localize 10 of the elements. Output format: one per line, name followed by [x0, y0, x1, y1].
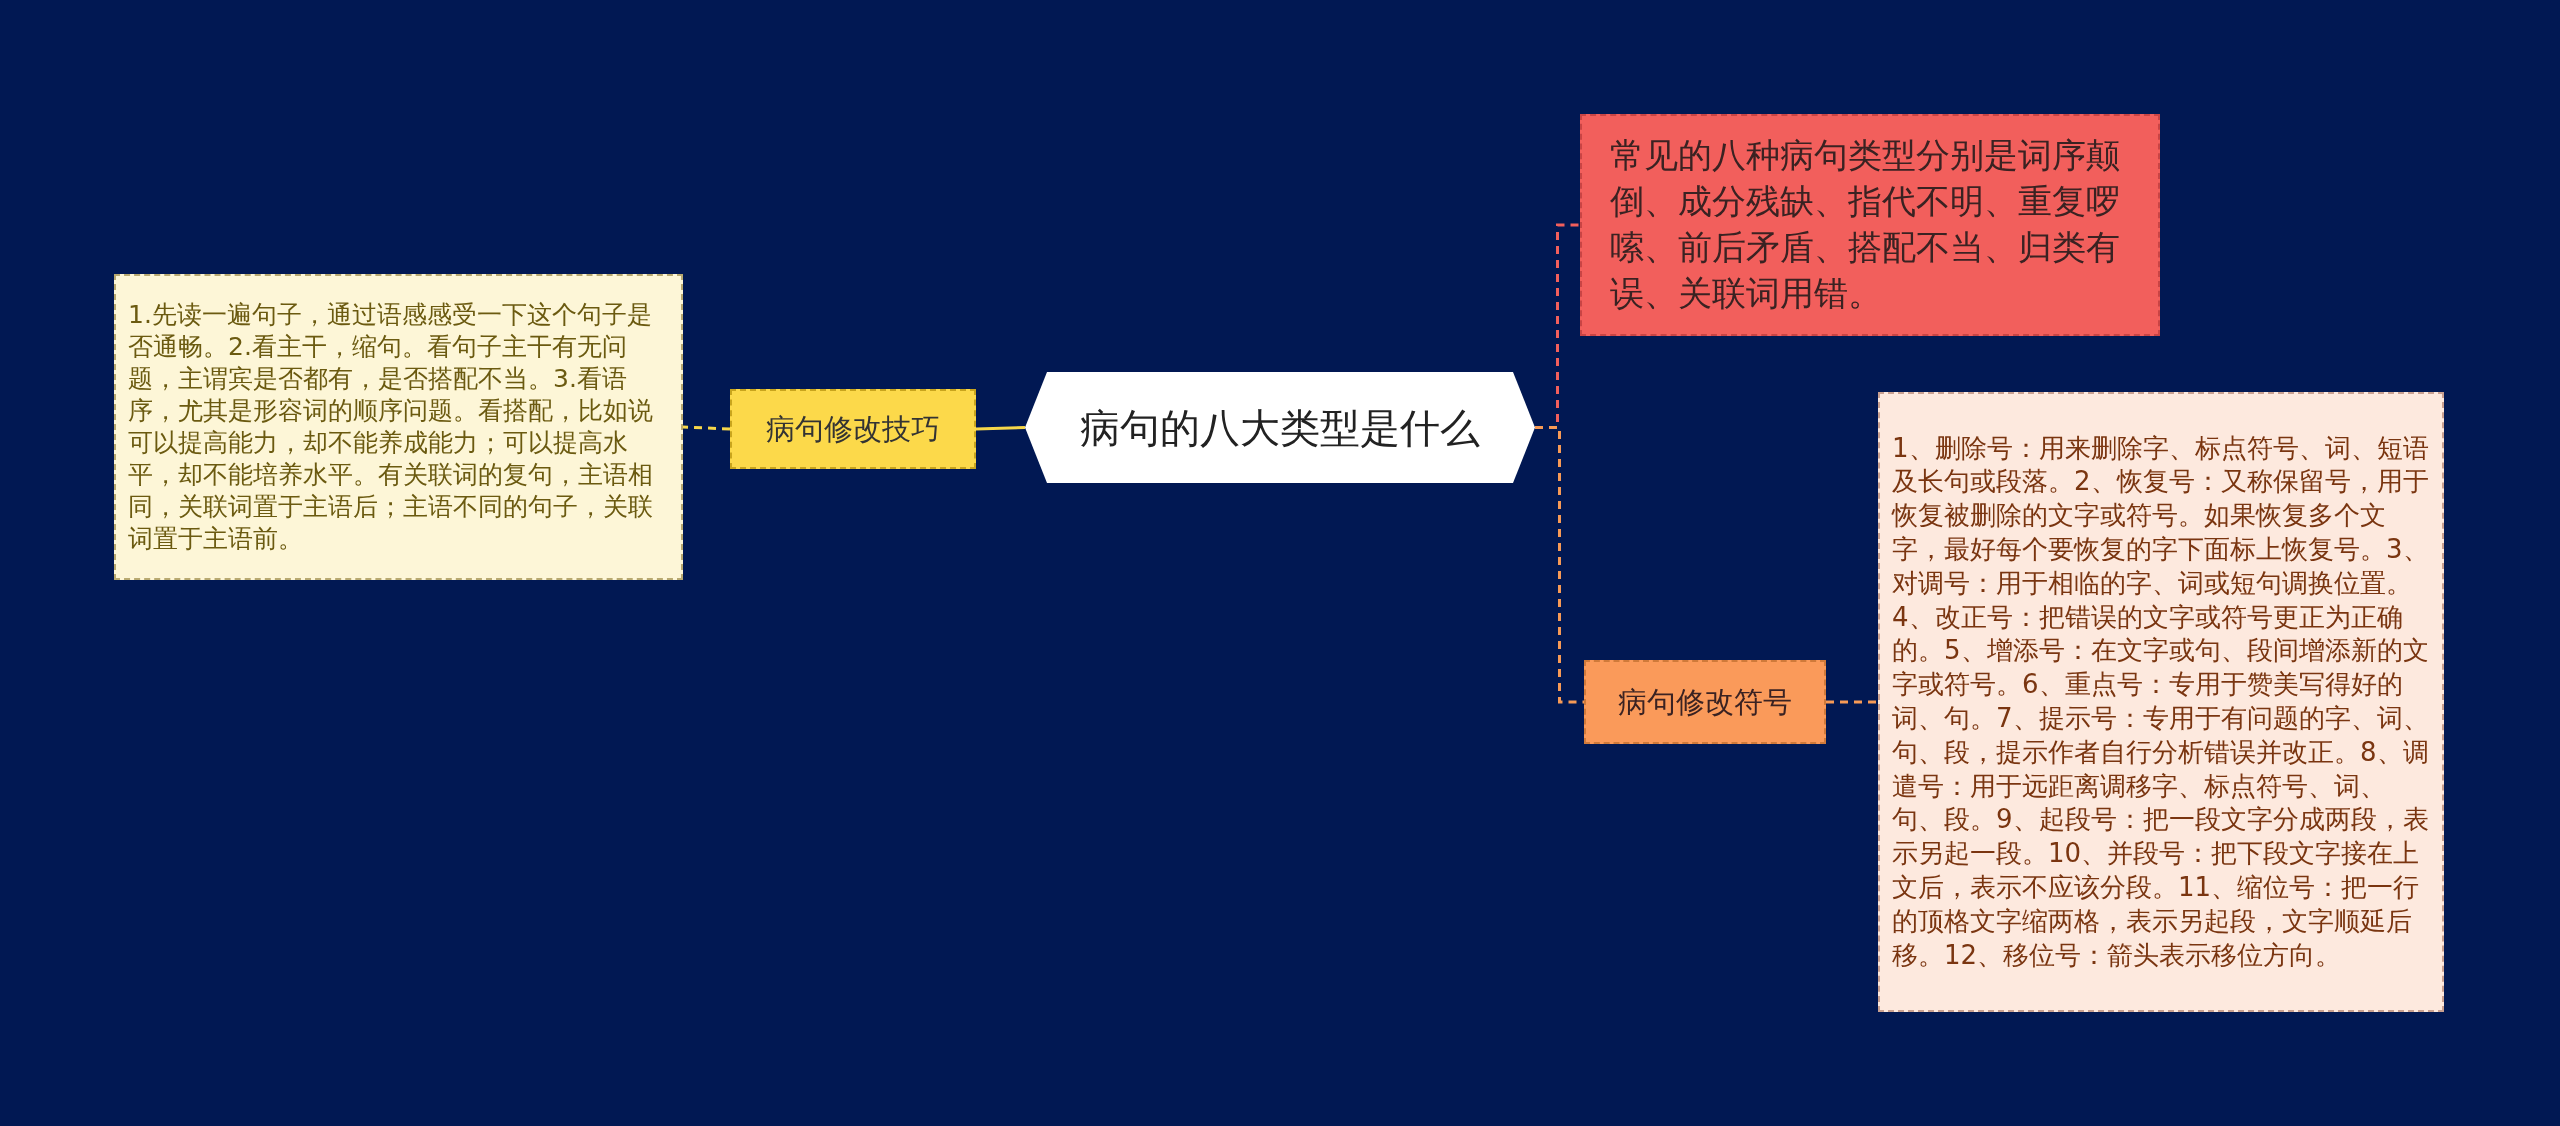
topic-box: 病句修改符号	[1584, 660, 1826, 744]
note-box: 1.先读一遍句子，通过语感感受一下这个句子是否通畅。2.看主干，缩句。看句子主干有无问题，主谓宾是否都有，是否搭配不当。3.看语序，尤其是形容词的顺序问题。看搭配，比如说可以提高能力，却不能养成能力；可以提高水平，却不能培养水平。有关联词的复句，主语相同，关联词置于主语后；主语不同的句子，关联词置于主语前。	[114, 274, 683, 580]
connector-line	[1826, 700, 1878, 704]
connector-line	[682, 425, 731, 431]
note-box: 1、删除号：用来删除字、标点符号、词、短语及长句或段落。2、恢复号：又称保留号，用于恢复被删除的文字或符号。如果恢复多个文字，最好每个要恢复的字下面标上恢复号。3、对调号：用于相临的字、词或短句调换位置。4、改正号：把错误的文字或符号更正为正确的。5、增添号：在文字或句、段间增添新的文字或符号。6、重点号：专用于赞美写得好的词、句。7、提示号：专用于有问题的字、词、句、段，提示作者自行分析错误并改正。8、调遣号：用于远距离调移字、标点符号、词、句、段。9、起段号：把一段文字分成两段，表示另起一段。10、并段号：把下段文字接在上文后，表示不应该分段。11、缩位号：把一行的顶格文字缩两格，表示另起段，文字顺延后移。12、移位号：箭头表示移位方向。	[1878, 392, 2444, 1012]
topic-hexagon: 病句的八大类型是什么	[1025, 372, 1535, 483]
topic-box: 病句修改技巧	[730, 389, 976, 469]
connector-line	[1535, 426, 1584, 704]
connector-line	[975, 426, 1026, 431]
topic-box: 常见的八种病句类型分别是词序颠倒、成分残缺、指代不明、重复啰嗦、前后矛盾、搭配不当、归类有误、关联词用错。	[1580, 114, 2160, 336]
